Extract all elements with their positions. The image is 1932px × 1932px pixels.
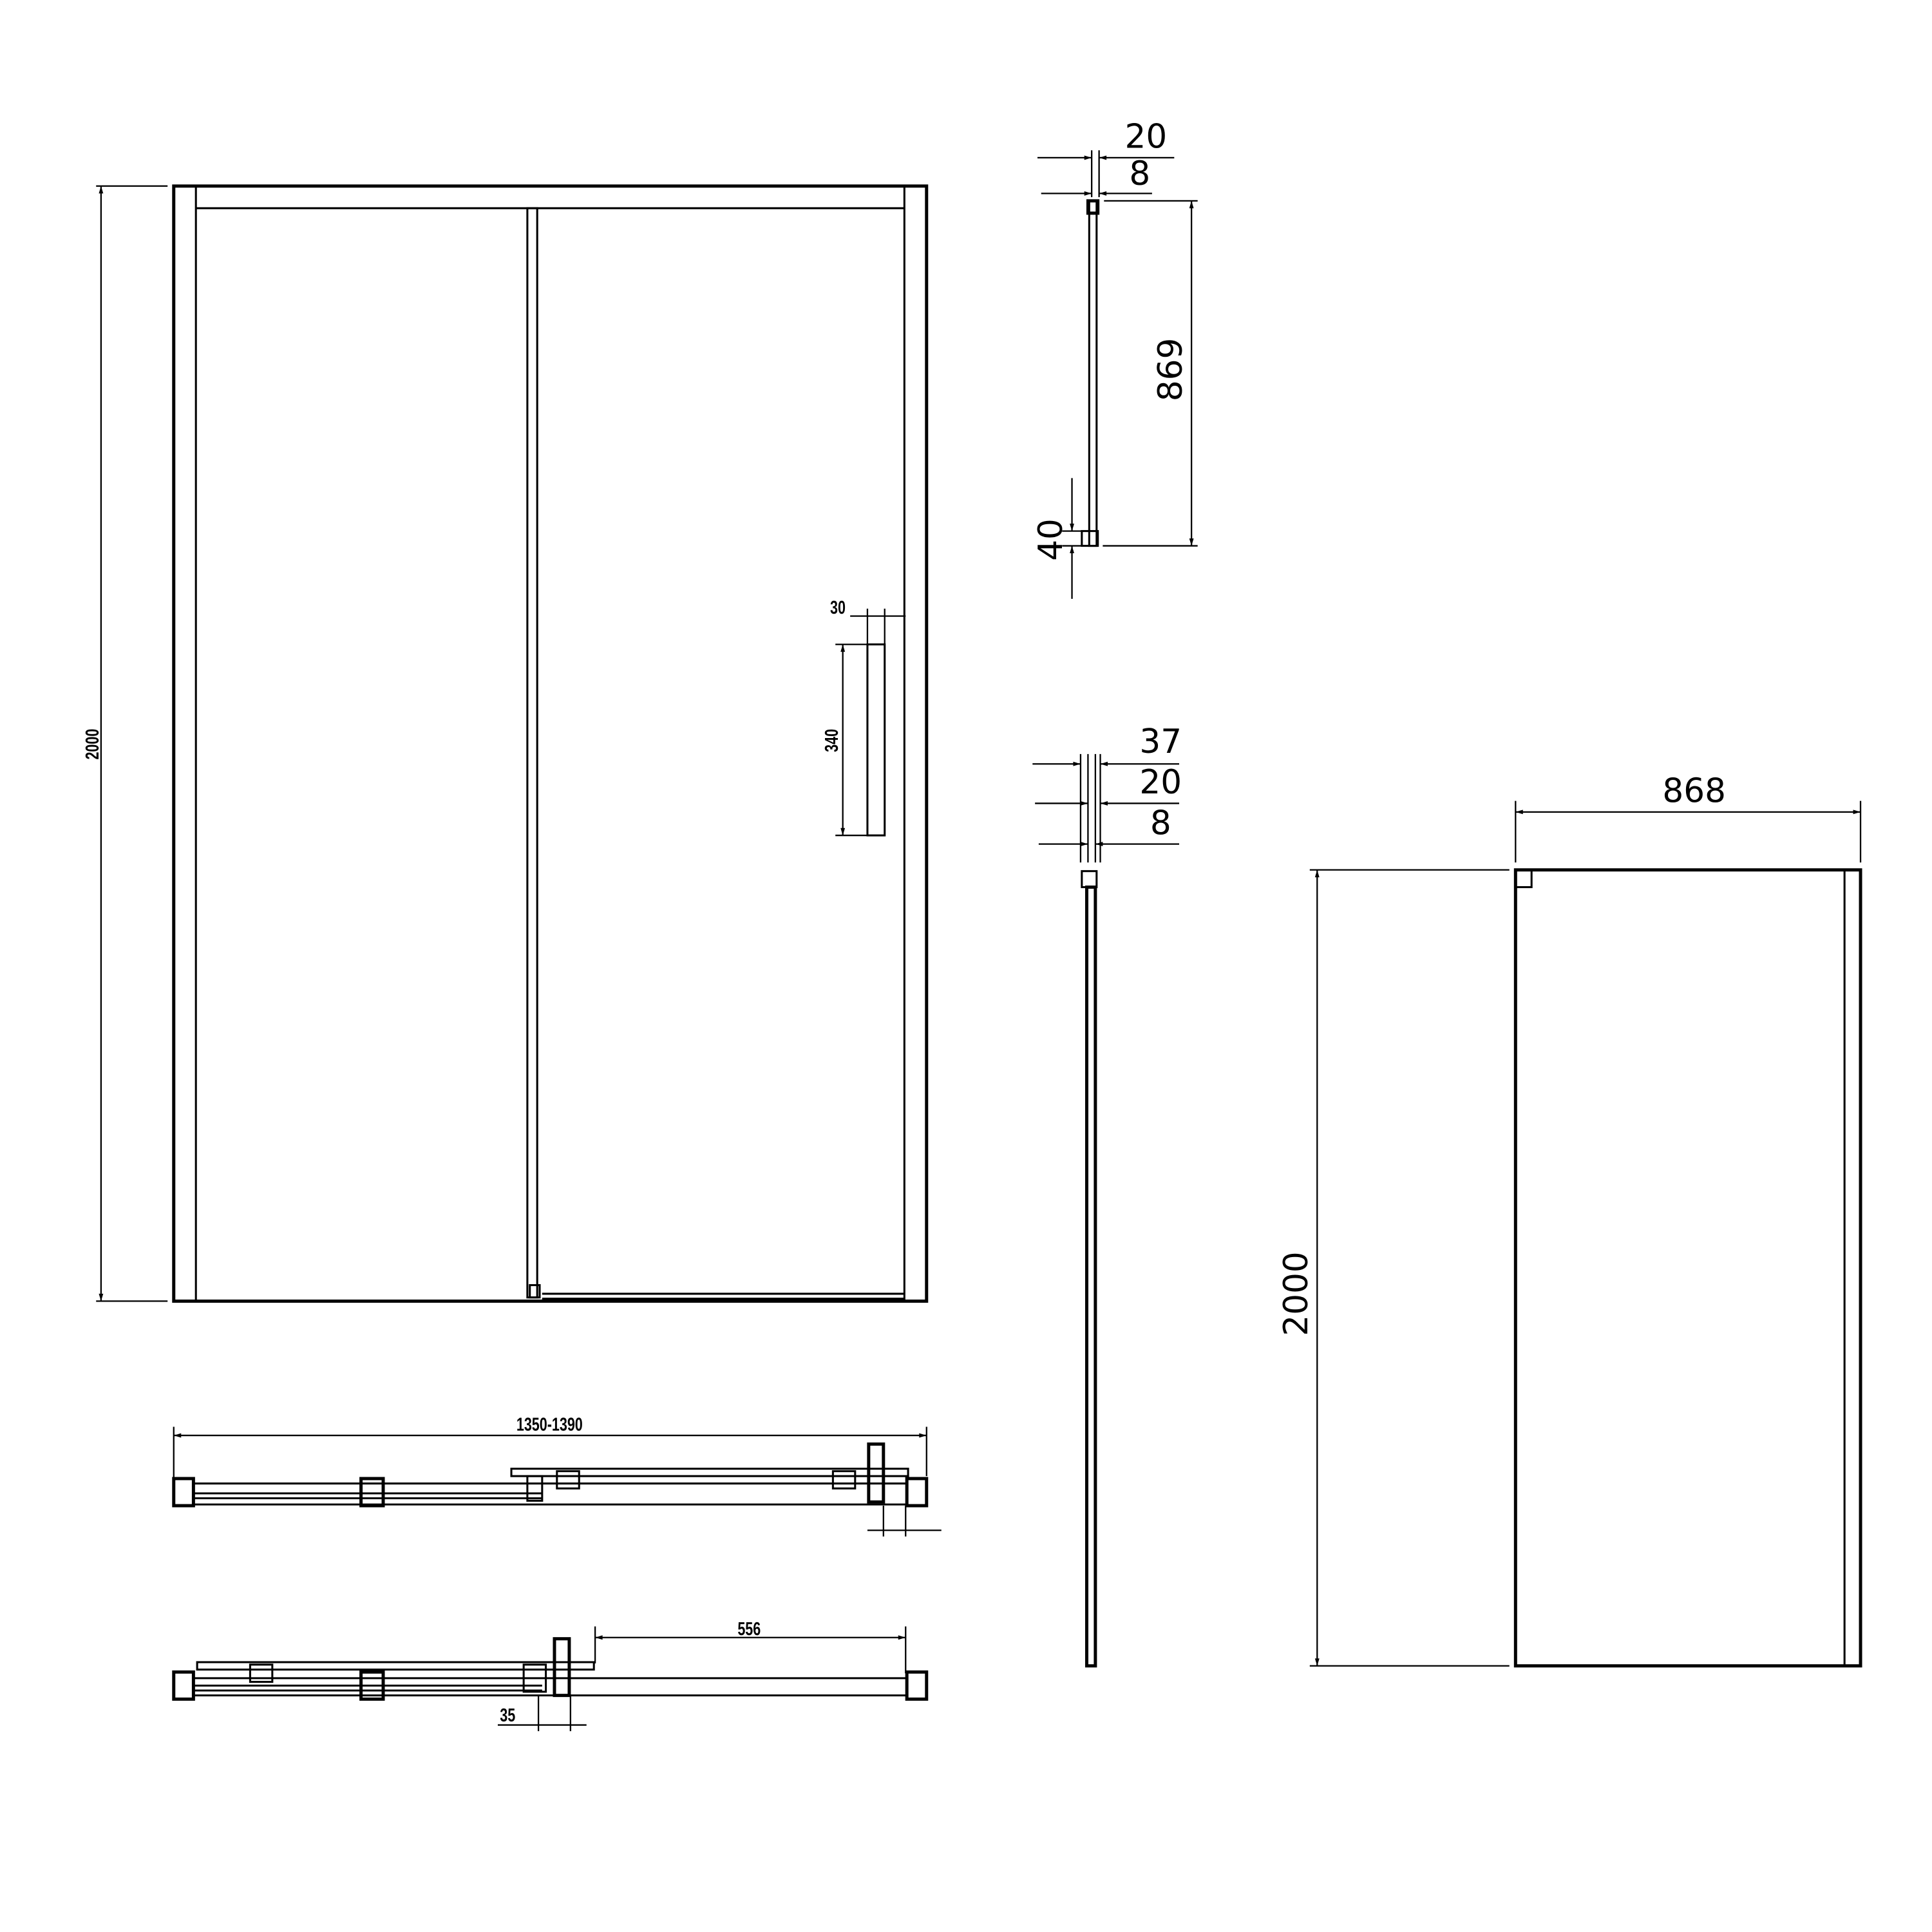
handle-offset-label: 30 bbox=[830, 598, 846, 618]
height-label: 2000 bbox=[82, 729, 103, 760]
profile-label: 35 bbox=[500, 1705, 515, 1726]
handle-height-label: 340 bbox=[822, 729, 842, 752]
outer-width-label: 20 bbox=[1139, 763, 1182, 802]
side-section-bottom: 37 20 8 bbox=[1032, 723, 1182, 1668]
front-view: 2000 340 30 bbox=[82, 184, 929, 1303]
height-label: 869 bbox=[1151, 338, 1190, 402]
door-handle bbox=[866, 643, 886, 837]
glass-label: 8 bbox=[1150, 804, 1171, 842]
height-label: 2000 bbox=[1277, 1251, 1316, 1336]
glass-label: 8 bbox=[1129, 155, 1150, 193]
profile-label: 37 bbox=[1139, 723, 1182, 761]
door-divider bbox=[526, 207, 538, 1299]
fixed-panel: 868 2000 bbox=[1277, 772, 1862, 1668]
side-section-top: 20 8 869 40 bbox=[1032, 118, 1198, 599]
bottom-label: 40 bbox=[1032, 518, 1070, 561]
width-label: 868 bbox=[1662, 772, 1726, 811]
plan-view-closed: 1350-1390 bbox=[172, 1414, 942, 1537]
width-label: 1350-1390 bbox=[516, 1414, 583, 1435]
outer-frame bbox=[172, 184, 929, 1303]
outer-width-label: 20 bbox=[1124, 118, 1167, 156]
plan-view-open: 556 35 bbox=[172, 1619, 929, 1732]
opening-label: 556 bbox=[737, 1619, 761, 1640]
